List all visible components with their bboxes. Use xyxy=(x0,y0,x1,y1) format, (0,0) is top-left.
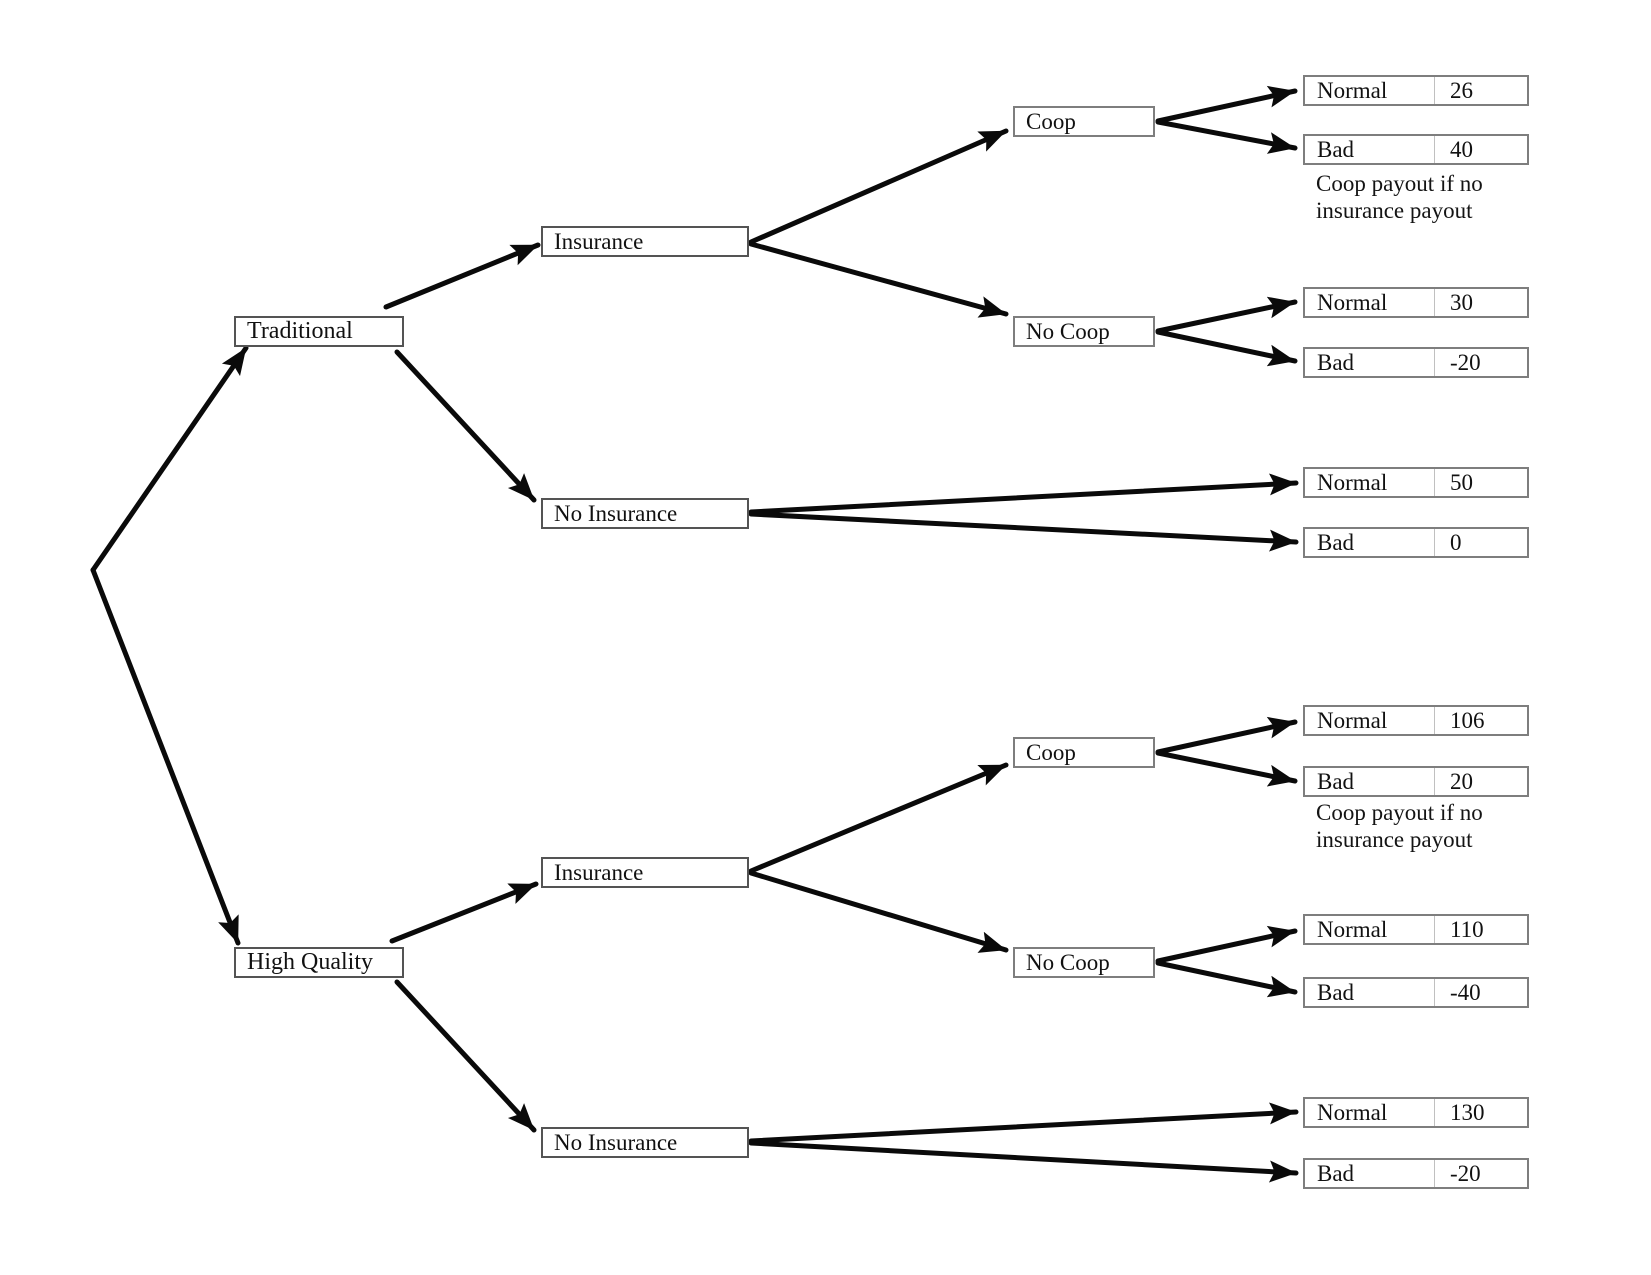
outcome-top-no-insurance-bad: Bad 0 xyxy=(1303,527,1529,558)
node-label: No Coop xyxy=(1026,318,1110,344)
node-traditional: Traditional xyxy=(234,316,404,347)
node-no-coop-bottom: No Coop xyxy=(1013,947,1155,978)
outcome-top-coop-bad: Bad 40 xyxy=(1303,134,1529,165)
outcome-label: Bad xyxy=(1305,349,1435,376)
outcome-value: 50 xyxy=(1450,469,1473,495)
outcome-value: 40 xyxy=(1450,136,1473,162)
node-no-insurance-top: No Insurance xyxy=(541,498,749,529)
node-coop-top: Coop xyxy=(1013,106,1155,137)
outcome-value: -40 xyxy=(1450,979,1481,1005)
outcome-top-coop-normal: Normal 26 xyxy=(1303,75,1529,106)
edge-insurance-top-no-coop xyxy=(748,241,1009,318)
node-label: Traditional xyxy=(247,318,353,344)
node-label: Coop xyxy=(1026,108,1076,134)
outcome-value: 26 xyxy=(1450,77,1473,103)
outcome-value: -20 xyxy=(1450,349,1481,375)
node-label: No Coop xyxy=(1026,949,1110,975)
outcome-label: Bad xyxy=(1305,768,1435,795)
outcome-label: Bad xyxy=(1305,136,1435,163)
node-label: No Insurance xyxy=(554,500,678,526)
edge-traditional-insurance xyxy=(383,242,541,310)
outcome-top-no-coop-normal: Normal 30 xyxy=(1303,287,1529,318)
outcome-label: Normal xyxy=(1305,1099,1435,1126)
outcome-bottom-coop-normal: Normal 106 xyxy=(1303,705,1529,736)
outcome-label: Normal xyxy=(1305,916,1435,943)
edge-no-insurance-bottom-normal xyxy=(748,1102,1299,1144)
outcome-label: Normal xyxy=(1305,77,1435,104)
edge-high-quality-insurance xyxy=(389,881,539,944)
edge-coop-bottom-normal xyxy=(1155,716,1298,755)
edge-no-coop-top-bad xyxy=(1155,329,1298,367)
edge-no-insurance-top-bad xyxy=(748,511,1299,552)
edge-no-coop-top-normal xyxy=(1155,296,1298,334)
edge-traditional-no-insurance xyxy=(394,349,537,503)
outcome-label: Bad xyxy=(1305,529,1435,556)
edge-no-coop-bottom-bad xyxy=(1155,960,1298,998)
node-insurance-top: Insurance xyxy=(541,226,749,257)
node-no-coop-top: No Coop xyxy=(1013,316,1155,347)
edge-root-traditional xyxy=(90,345,249,573)
outcome-label: Bad xyxy=(1305,979,1435,1006)
node-insurance-bottom: Insurance xyxy=(541,857,749,888)
edge-no-insurance-top-normal xyxy=(748,473,1299,515)
node-label: Coop xyxy=(1026,739,1076,765)
node-no-insurance-bottom: No Insurance xyxy=(541,1127,749,1158)
outcome-bottom-no-insurance-bad: Bad -20 xyxy=(1303,1158,1529,1189)
edge-no-insurance-bottom-bad xyxy=(748,1140,1299,1183)
edge-insurance-bottom-coop xyxy=(748,762,1009,874)
outcome-top-no-coop-bad: Bad -20 xyxy=(1303,347,1529,378)
edge-insurance-top-coop xyxy=(748,128,1009,245)
edge-no-coop-bottom-normal xyxy=(1155,925,1298,964)
note-coop-payout-top: Coop payout if no insurance payout xyxy=(1316,171,1483,223)
outcome-value: 106 xyxy=(1450,707,1485,733)
node-label: High Quality xyxy=(247,949,373,975)
outcome-label: Normal xyxy=(1305,289,1435,316)
edge-root-high-quality xyxy=(90,567,241,946)
edge-coop-top-normal xyxy=(1155,85,1298,124)
node-high-quality: High Quality xyxy=(234,947,404,978)
edge-coop-top-bad xyxy=(1155,119,1298,154)
outcome-label: Normal xyxy=(1305,707,1435,734)
outcome-value: 30 xyxy=(1450,289,1473,315)
node-label: No Insurance xyxy=(554,1129,678,1155)
outcome-top-no-insurance-normal: Normal 50 xyxy=(1303,467,1529,498)
edge-high-quality-no-insurance xyxy=(394,979,537,1133)
note-coop-payout-bottom: Coop payout if no insurance payout xyxy=(1316,800,1483,852)
outcome-value: 20 xyxy=(1450,768,1473,794)
node-label: Insurance xyxy=(554,228,644,254)
edge-insurance-bottom-no-coop xyxy=(748,870,1009,953)
outcome-value: 0 xyxy=(1450,529,1462,555)
outcome-bottom-no-coop-bad: Bad -40 xyxy=(1303,977,1529,1008)
outcome-label: Normal xyxy=(1305,469,1435,496)
outcome-value: 110 xyxy=(1450,916,1484,942)
outcome-bottom-coop-bad: Bad 20 xyxy=(1303,766,1529,797)
node-label: Insurance xyxy=(554,859,644,885)
outcome-label: Bad xyxy=(1305,1160,1435,1187)
outcome-bottom-no-coop-normal: Normal 110 xyxy=(1303,914,1529,945)
outcome-bottom-no-insurance-normal: Normal 130 xyxy=(1303,1097,1529,1128)
edge-coop-bottom-bad xyxy=(1155,750,1298,787)
node-coop-bottom: Coop xyxy=(1013,737,1155,768)
outcome-value: 130 xyxy=(1450,1099,1485,1125)
outcome-value: -20 xyxy=(1450,1160,1481,1186)
